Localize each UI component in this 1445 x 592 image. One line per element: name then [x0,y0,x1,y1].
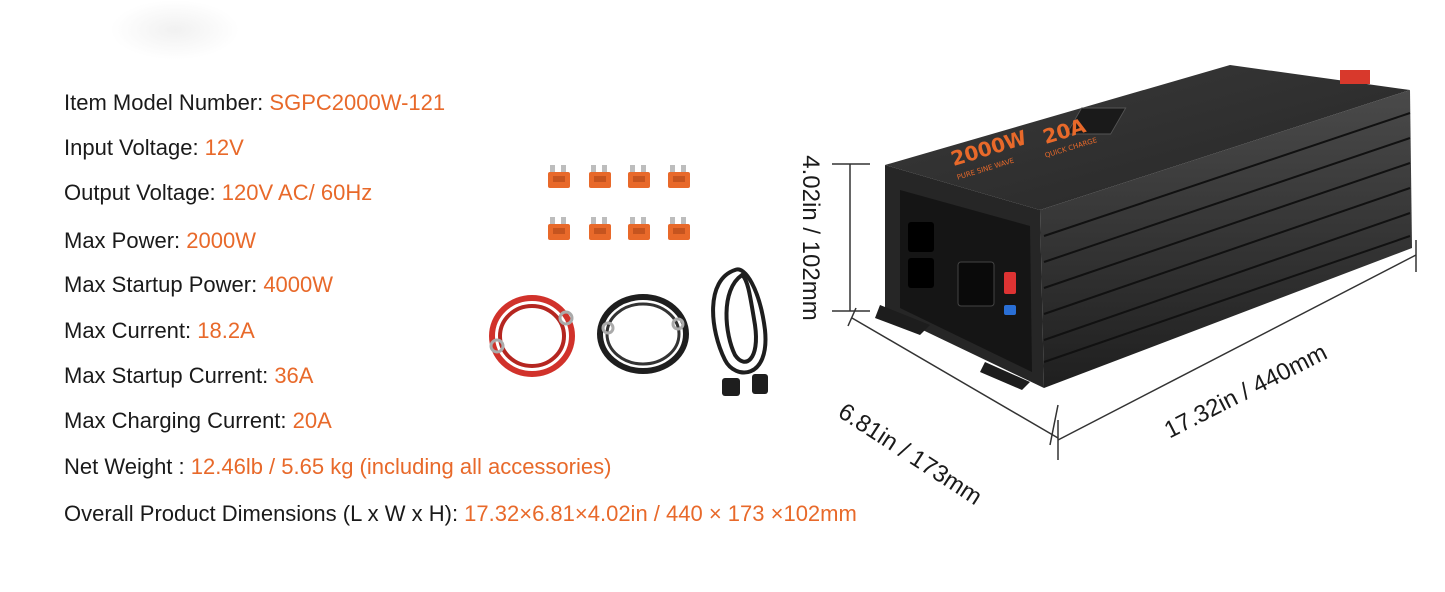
spec-max-startup-power: Max Startup Power: 4000W [64,272,333,298]
fuse-icon [589,165,611,188]
spec-model-number: Item Model Number: SGPC2000W-121 [64,90,445,116]
red-cable-icon [489,295,575,377]
spec-label: Net Weight : [64,454,191,479]
spec-value: 36A [274,363,314,388]
spec-max-charging-current: Max Charging Current: 20A [64,408,332,434]
spec-label: Max Startup Current: [64,363,275,388]
inverter-icon [875,65,1412,390]
fuse-icon [628,217,650,240]
spec-label: Max Charging Current: [64,408,293,433]
fuse-icon [589,217,611,240]
spec-input-voltage: Input Voltage: 12V [64,135,244,161]
spec-value: SGPC2000W-121 [269,90,446,115]
spec-label: Overall Product Dimensions (L x W x H): [64,501,465,526]
spec-value: 17.32×6.81×4.02in / 440 × 173 ×102mm [464,501,857,526]
spec-value: 120V AC/ 60Hz [221,180,373,205]
spec-value: 12V [204,135,244,160]
power-cord-icon [711,267,768,396]
spec-overall-dimensions: Overall Product Dimensions (L x W x H): … [64,501,857,527]
fuse-icon [668,217,690,240]
spec-value: 12.46lb / 5.65 kg (including all accesso… [190,454,612,479]
spec-value: 18.2A [197,318,255,343]
black-cable-icon [597,294,689,374]
spec-max-current: Max Current: 18.2A [64,318,255,344]
height-dimension-label: 4.02in / 102mm [797,155,824,321]
spec-label: Max Startup Power: [64,272,264,297]
spec-label: Item Model Number: [64,90,270,115]
spec-value: 2000W [186,228,256,253]
dimension-lines [832,163,1417,460]
spec-value: 20A [292,408,332,433]
fuse-icon [668,165,690,188]
spec-net-weight: Net Weight : 12.46lb / 5.65 kg (includin… [64,454,611,480]
spec-max-power: Max Power: 2000W [64,228,256,254]
fuse-icon [548,165,570,188]
background-blur [110,0,240,60]
spec-label: Input Voltage: [64,135,205,160]
spec-label: Max Current: [64,318,198,343]
spec-label: Output Voltage: [64,180,222,205]
fuse-set [548,165,690,240]
spec-label: Max Power: [64,228,187,253]
fuse-icon [548,217,570,240]
fuse-icon [628,165,650,188]
spec-max-startup-current: Max Startup Current: 36A [64,363,313,389]
spec-value: 4000W [263,272,334,297]
spec-output-voltage: Output Voltage: 120V AC/ 60Hz [64,180,372,206]
